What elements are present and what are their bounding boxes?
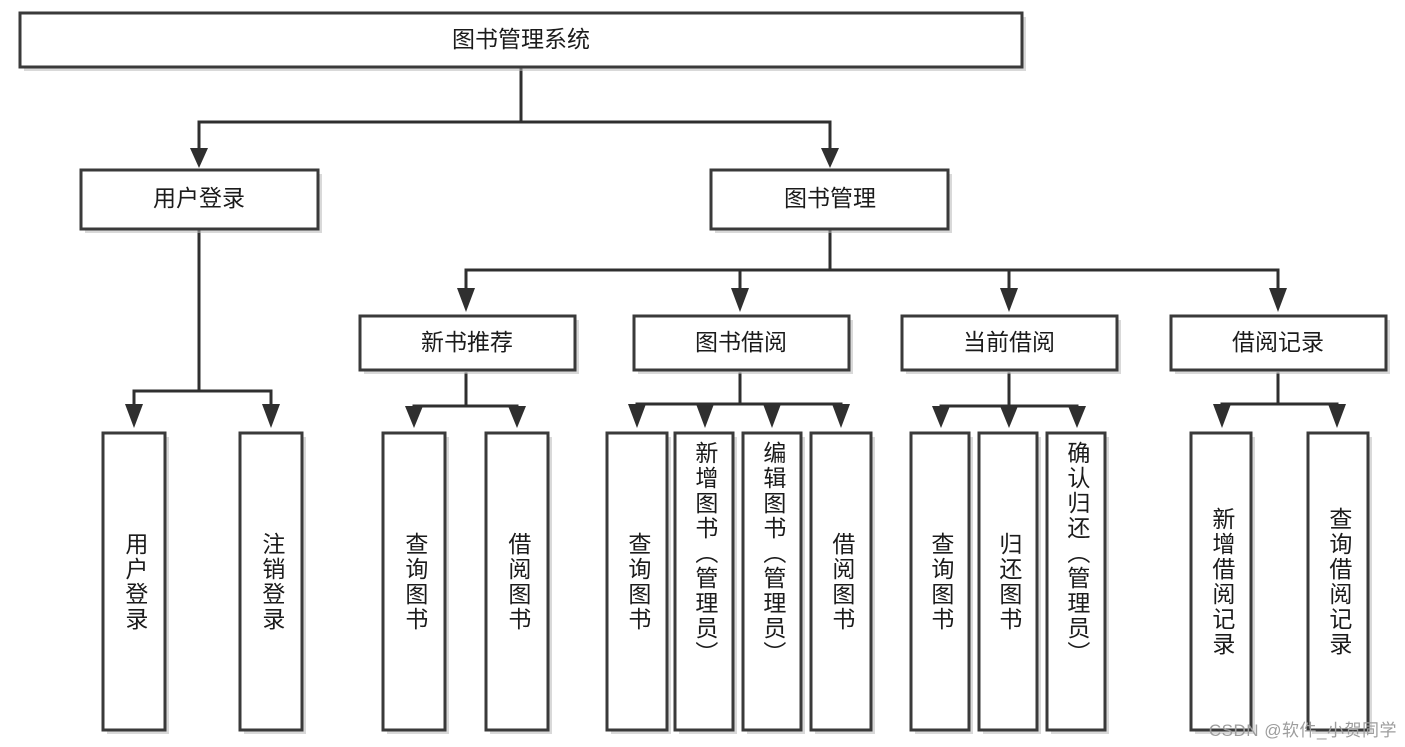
arrowhead-cb-a [932, 406, 950, 428]
leaf-book-borrow-3[interactable] [741, 431, 805, 734]
leaf-book-borrow-4[interactable] [809, 431, 875, 734]
node-user-login[interactable]: 用户登录 [79, 168, 322, 233]
node-borrow-record[interactable]: 借阅记录 [1169, 314, 1390, 374]
arrowhead-bb-c [763, 404, 781, 428]
arrowhead-bm-2 [731, 288, 749, 312]
node-new-book-recommend[interactable]: 新书推荐 [358, 314, 579, 374]
arrowhead-bm-3 [1000, 288, 1018, 312]
arrowhead-bm-1 [457, 288, 475, 312]
leaf-book-borrow-1[interactable] [605, 431, 671, 734]
node-current-borrow-label: 当前借阅 [963, 329, 1055, 355]
node-book-management-box[interactable] [709, 168, 950, 231]
leaf-user-login-2-box[interactable] [238, 431, 304, 732]
node-current-borrow[interactable]: 当前借阅 [900, 314, 1121, 374]
connector-group-book-mgmt [457, 229, 1287, 312]
arrowhead-br-b [1328, 404, 1346, 428]
leaf-user-login-1[interactable] [101, 431, 169, 734]
connector-group-current-borrow [932, 372, 1086, 428]
node-root-box[interactable] [18, 11, 1024, 69]
leaf-new-book-2[interactable] [484, 431, 552, 734]
arrowhead-cb-c [1068, 406, 1086, 428]
csdn-watermark: CSDN @软件_小贺同学 [1208, 721, 1397, 740]
arrowhead-bb-d [832, 404, 850, 428]
arrowhead-ul-b [262, 404, 280, 428]
leaf-current-borrow-1-box[interactable] [909, 431, 971, 732]
leaf-book-borrow-4-box[interactable] [809, 431, 873, 732]
arrowhead-bb-a [628, 404, 646, 428]
node-new-book-recommend-box[interactable] [358, 314, 577, 372]
node-borrow-record-label: 借阅记录 [1232, 329, 1324, 355]
leaf-book-borrow-1-box[interactable] [605, 431, 669, 732]
node-user-login-box[interactable] [79, 168, 320, 231]
connector-group-root [190, 65, 839, 168]
node-new-book-recommend-label: 新书推荐 [421, 329, 513, 355]
leaf-user-login-2[interactable] [238, 431, 306, 734]
leaf-borrow-record-2-box[interactable] [1306, 431, 1370, 732]
leaf-current-borrow-2-box[interactable] [977, 431, 1039, 732]
node-book-borrow-box[interactable] [632, 314, 851, 372]
arrowhead-cb-b [1000, 406, 1018, 428]
leaf-book-borrow-3-box[interactable] [741, 431, 803, 732]
leaf-borrow-record-1-box[interactable] [1189, 431, 1253, 732]
leaf-new-book-1-box[interactable] [381, 431, 447, 732]
arrowhead-bb-b [696, 404, 714, 428]
arrowhead-book-mgmt [821, 148, 839, 168]
node-root-label: 图书管理系统 [452, 26, 590, 52]
node-current-borrow-box[interactable] [900, 314, 1119, 372]
node-book-management-label: 图书管理 [784, 185, 876, 211]
arrowhead-nb-a [405, 406, 423, 428]
arrowhead-user-login [190, 148, 208, 168]
leaf-current-borrow-1[interactable] [909, 431, 973, 734]
leaf-borrow-record-1[interactable] [1189, 431, 1255, 734]
connector-group-new-book [405, 372, 526, 428]
leaf-borrow-record-2[interactable] [1306, 431, 1372, 734]
arrowhead-nb-b [508, 406, 526, 428]
node-book-borrow[interactable]: 图书借阅 [632, 314, 853, 374]
leaf-current-borrow-3-box[interactable] [1045, 431, 1107, 732]
connector-group-borrow-record [1213, 372, 1346, 428]
node-root[interactable]: 图书管理系统 [18, 11, 1026, 71]
connector-group-book-borrow [628, 372, 850, 428]
leaf-new-book-2-box[interactable] [484, 431, 550, 732]
leaf-book-borrow-2-box[interactable] [673, 431, 735, 732]
arrowhead-br-a [1213, 404, 1231, 428]
leaf-book-borrow-2[interactable] [673, 431, 737, 734]
leaf-current-borrow-3[interactable] [1045, 431, 1109, 734]
arrowhead-bm-4 [1269, 288, 1287, 312]
leaf-new-book-1[interactable] [381, 431, 449, 734]
node-book-management[interactable]: 图书管理 [709, 168, 952, 233]
node-user-login-label: 用户登录 [153, 185, 245, 211]
arrowhead-ul-a [125, 404, 143, 428]
leaf-user-login-1-box[interactable] [101, 431, 167, 732]
node-borrow-record-box[interactable] [1169, 314, 1388, 372]
connector-group-user-login [125, 229, 280, 428]
node-book-borrow-label: 图书借阅 [695, 329, 787, 355]
leaf-current-borrow-2[interactable] [977, 431, 1041, 734]
